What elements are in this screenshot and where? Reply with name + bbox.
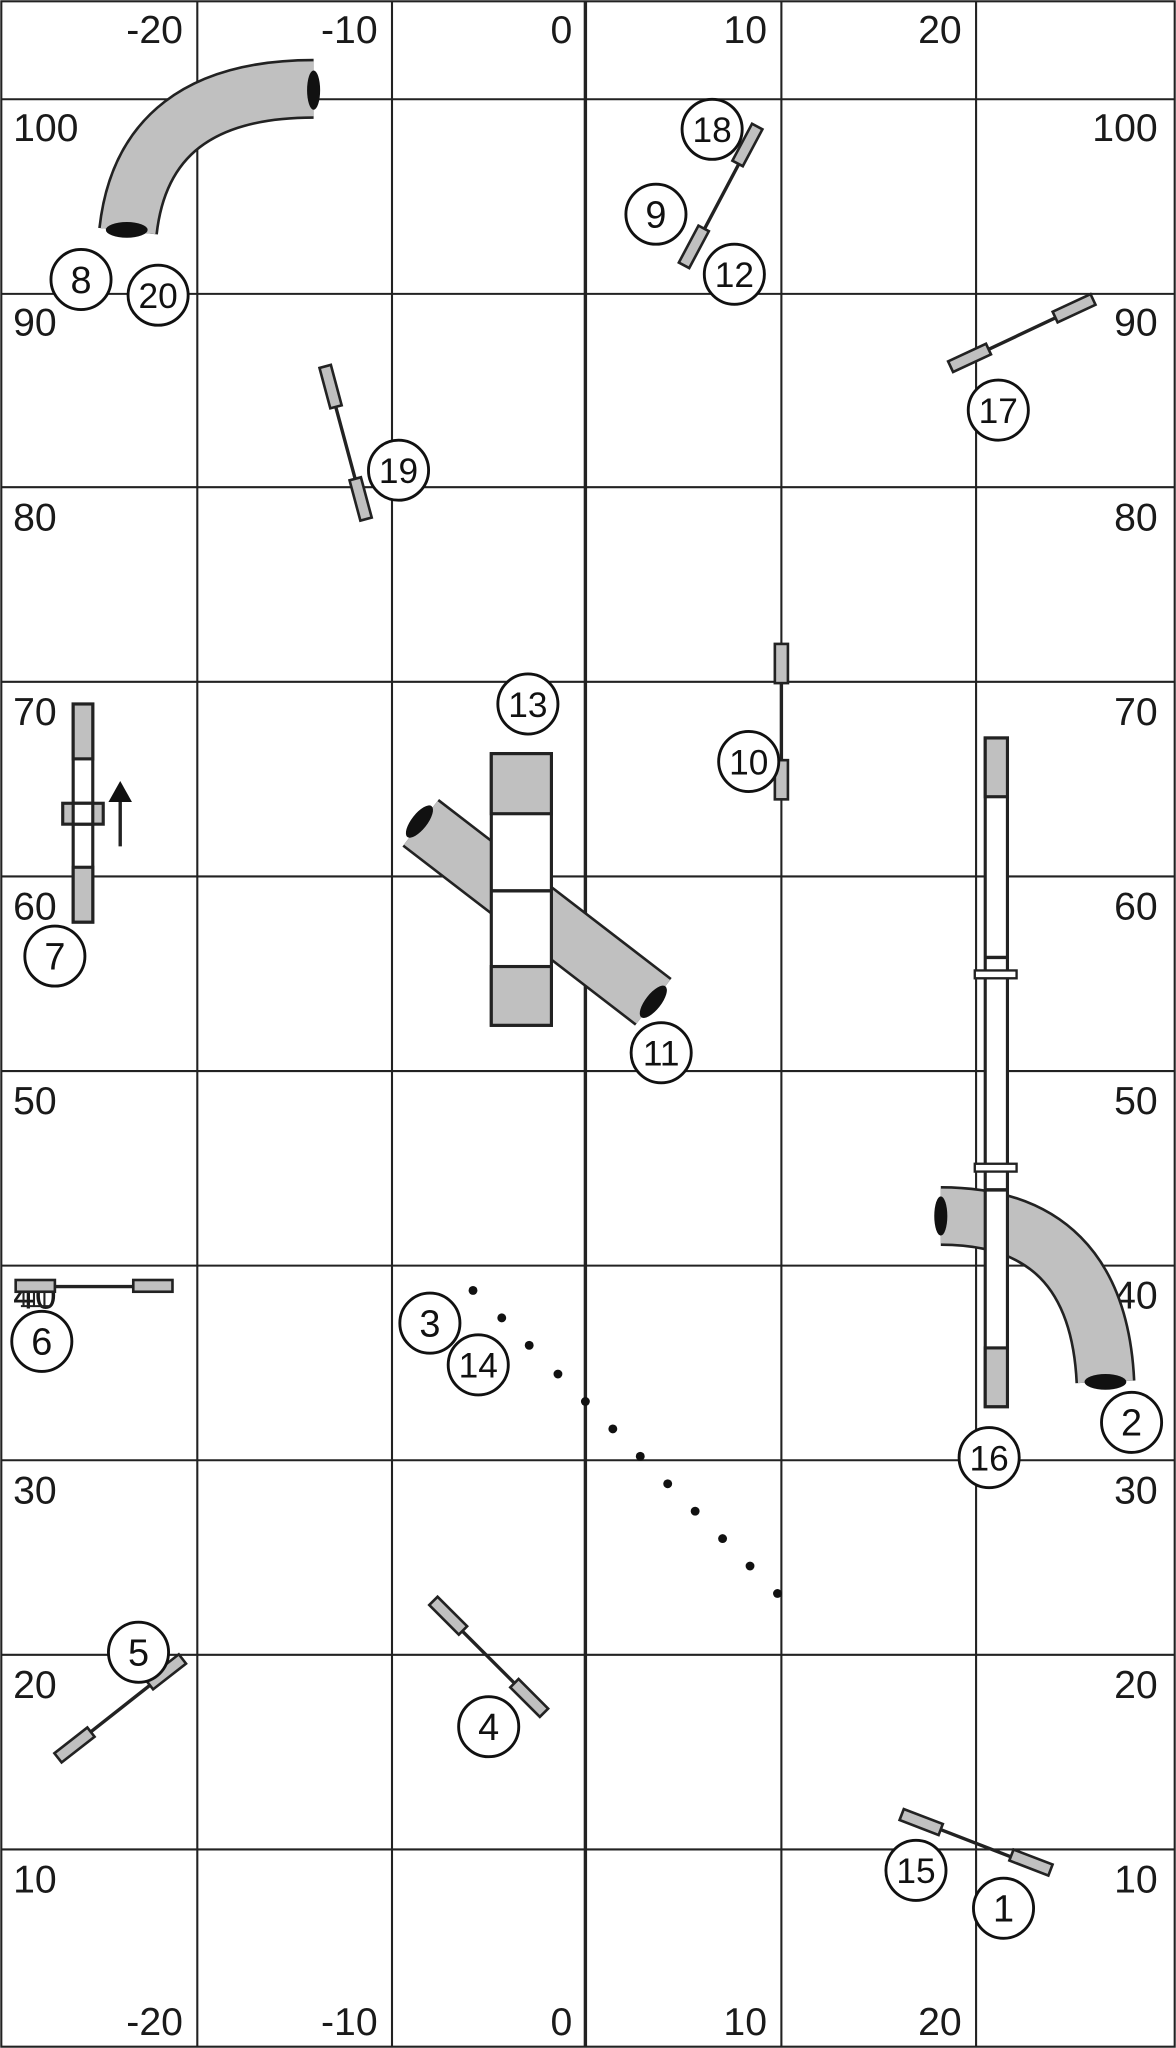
number-label: 5 — [128, 1633, 149, 1675]
number-marker: 19 — [367, 438, 431, 502]
right-label: 100 — [1092, 107, 1157, 150]
number-marker: 9 — [624, 182, 688, 246]
number-label: 16 — [970, 1439, 1009, 1478]
number-marker: 7 — [23, 924, 87, 988]
left-label: 50 — [13, 1080, 57, 1123]
number-label: 20 — [138, 277, 177, 316]
right-label: 30 — [1114, 1469, 1158, 1512]
a-frame — [489, 752, 553, 1027]
number-marker: 2 — [1100, 1390, 1164, 1454]
number-label: 11 — [643, 1035, 680, 1074]
right-axis-labels: 100 90 80 70 60 50 40 30 20 10 — [1092, 107, 1157, 1902]
left-label: 100 — [13, 107, 78, 150]
arrow-up-icon — [108, 781, 132, 802]
jump-10 — [773, 642, 790, 801]
jump-1-15 — [897, 1807, 1055, 1878]
top-axis-labels: -20 -10 0 10 20 — [126, 9, 961, 52]
number-marker: 4 — [457, 1695, 521, 1759]
number-label: 17 — [979, 392, 1018, 431]
number-marker: 12 — [702, 242, 766, 306]
obstacle-numbers: 1 2 3 4 5 6 7 8 9 10 11 12 13 14 15 16 1… — [10, 97, 1164, 1940]
left-label: 20 — [13, 1664, 57, 1707]
right-label: 20 — [1114, 1664, 1158, 1707]
jump-9-12-18 — [677, 122, 765, 270]
number-marker: 18 — [680, 97, 744, 161]
number-marker: 14 — [446, 1333, 510, 1397]
weave-poles — [468, 1286, 782, 1598]
right-label: 50 — [1114, 1080, 1158, 1123]
top-label: 20 — [918, 9, 962, 52]
curved-tunnel-right — [934, 1185, 1136, 1390]
jump-6 — [14, 1278, 174, 1308]
number-label: 6 — [31, 1322, 52, 1364]
number-label: 1 — [993, 1889, 1014, 1931]
number-label: 14 — [459, 1347, 498, 1386]
jump-5 — [52, 1652, 188, 1765]
jump-4 — [427, 1594, 550, 1719]
number-marker: 8 — [49, 248, 113, 311]
number-marker: 15 — [884, 1838, 948, 1902]
number-label: 15 — [896, 1852, 935, 1891]
left-label: 30 — [13, 1469, 57, 1512]
number-label: 3 — [419, 1303, 440, 1345]
top-label: 0 — [551, 9, 573, 52]
bottom-label: -20 — [126, 2001, 183, 2044]
right-label: 60 — [1114, 886, 1158, 929]
number-label: 10 — [729, 743, 768, 782]
top-label: 10 — [723, 9, 767, 52]
left-axis-labels: 100 90 80 70 60 50 40 30 20 10 — [13, 107, 78, 1902]
right-label: 90 — [1114, 302, 1158, 345]
number-label: 19 — [379, 452, 418, 491]
number-label: 7 — [44, 936, 65, 978]
number-label: 4 — [478, 1707, 499, 1749]
bottom-label: -10 — [321, 2001, 378, 2044]
number-marker: 17 — [966, 378, 1030, 442]
left-label: 10 — [13, 1859, 57, 1902]
dogwalk — [973, 736, 1018, 1409]
number-marker: 16 — [957, 1426, 1021, 1490]
number-label: 8 — [70, 260, 91, 302]
bottom-label: 20 — [918, 2001, 962, 2044]
seesaw — [61, 702, 132, 924]
number-marker: 6 — [10, 1309, 74, 1373]
bottom-axis-labels: -20 -10 0 10 20 — [126, 2001, 961, 2044]
bottom-label: 10 — [723, 2001, 767, 2044]
number-label: 18 — [693, 111, 732, 150]
bottom-label: 0 — [551, 2001, 573, 2044]
right-label: 10 — [1114, 1859, 1158, 1902]
right-label: 80 — [1114, 496, 1158, 539]
top-label: -10 — [321, 9, 378, 52]
number-label: 12 — [715, 256, 754, 295]
left-label: 90 — [13, 302, 57, 345]
jump-19 — [317, 363, 374, 523]
number-marker: 11 — [629, 1021, 693, 1085]
number-marker: 20 — [126, 263, 190, 327]
number-marker: 10 — [717, 729, 781, 793]
right-label: 70 — [1114, 691, 1158, 734]
number-marker: 13 — [496, 672, 560, 736]
left-label: 60 — [13, 886, 57, 929]
top-label: -20 — [126, 9, 183, 52]
number-marker: 5 — [107, 1620, 170, 1684]
number-label: 9 — [645, 195, 666, 237]
curved-tunnel-top-left — [98, 58, 321, 238]
jump-17 — [946, 292, 1098, 374]
left-label: 80 — [13, 496, 57, 539]
number-label: 2 — [1121, 1403, 1142, 1445]
number-marker: 3 — [398, 1291, 462, 1355]
number-marker: 1 — [972, 1876, 1036, 1940]
left-label: 70 — [13, 691, 57, 734]
number-label: 13 — [508, 686, 547, 725]
